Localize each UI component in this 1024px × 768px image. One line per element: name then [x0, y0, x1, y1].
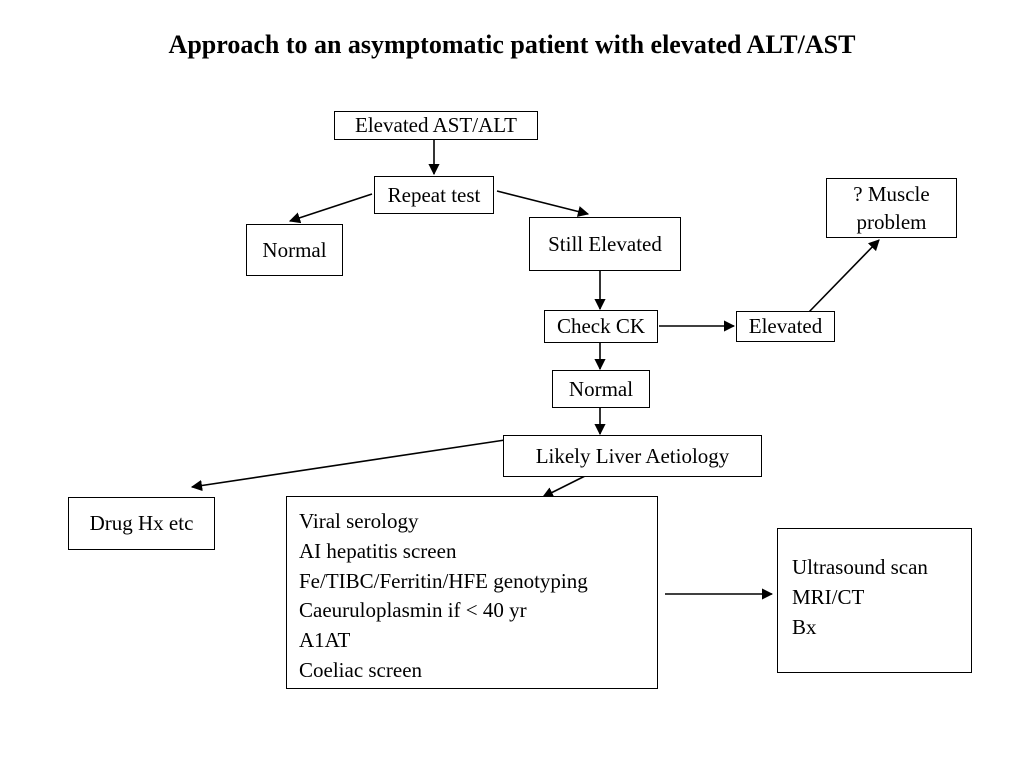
- arrow-repeat-to-normal: [288, 193, 373, 224]
- node-still-elevated[interactable]: Still Elevated: [529, 217, 681, 271]
- node-elevated-ast-alt[interactable]: Elevated AST/ALT: [334, 111, 538, 140]
- arrow-likely-liver-to-drug-hx: [190, 439, 506, 492]
- node-muscle-problem[interactable]: ? Muscle problem: [826, 178, 957, 238]
- page-title: Approach to an asymptomatic patient with…: [168, 30, 856, 59]
- node-normal-after-repeat[interactable]: Normal: [246, 224, 343, 276]
- arrow-elevated-to-muscle-problem: [807, 239, 880, 314]
- node-repeat-test[interactable]: Repeat test: [374, 176, 494, 214]
- node-drug-hx[interactable]: Drug Hx etc: [68, 497, 215, 550]
- node-serology-panel[interactable]: Viral serology AI hepatitis screen Fe/TI…: [286, 496, 658, 689]
- arrow-likely-liver-to-serology: [541, 473, 590, 498]
- arrow-repeat-to-still-elevated: [496, 190, 590, 217]
- node-likely-liver-aetiology[interactable]: Likely Liver Aetiology: [503, 435, 762, 477]
- node-imaging[interactable]: Ultrasound scan MRI/CT Bx: [777, 528, 972, 673]
- node-ck-normal[interactable]: Normal: [552, 370, 650, 408]
- node-check-ck[interactable]: Check CK: [544, 310, 658, 343]
- node-ck-elevated[interactable]: Elevated: [736, 311, 835, 342]
